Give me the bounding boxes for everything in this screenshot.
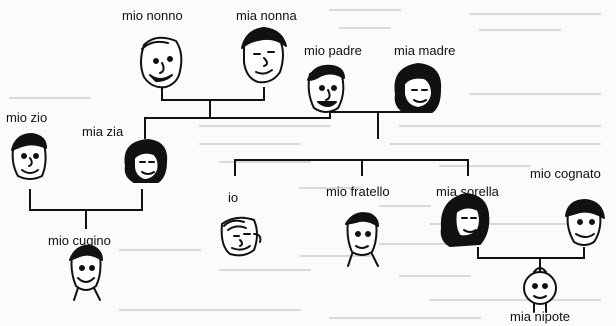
mother-face-icon <box>394 63 442 113</box>
aunt-label: mia zia <box>82 124 124 139</box>
grandparents-children-connector <box>144 111 331 139</box>
grandfather-face-icon <box>140 36 183 89</box>
cousin-label: mio cugino <box>48 233 111 248</box>
tree-connectors <box>29 87 585 273</box>
grandmother-face-icon <box>241 27 287 84</box>
self-label: io <box>228 190 238 205</box>
self-face-icon <box>220 216 262 257</box>
brother-label: mio fratello <box>326 184 390 199</box>
mother-label: mia madre <box>394 43 455 58</box>
sister-couple-connector <box>477 247 585 273</box>
brother-in-law-label: mio cognato <box>530 166 601 181</box>
uncle-label: mio zio <box>6 110 47 125</box>
grandmother-label: mia nonna <box>236 8 297 23</box>
grandparents-connector <box>161 87 265 119</box>
uncle-face-icon <box>11 133 47 180</box>
siblings-connector <box>234 159 469 176</box>
brother-face-icon <box>345 212 379 267</box>
sister-label: mia sorella <box>436 184 500 199</box>
father-face-icon <box>307 64 345 113</box>
cousin-face-icon <box>69 244 103 301</box>
father-label: mio padre <box>304 43 362 58</box>
grandfather-label: mio nonno <box>122 8 183 23</box>
aunt-face-icon <box>124 139 168 183</box>
niece-label: mia nipote <box>510 309 570 324</box>
sister-face-icon <box>440 193 490 247</box>
niece-face-icon <box>523 267 557 313</box>
brother-in-law-face-icon <box>565 199 605 246</box>
uncle-aunt-connector <box>29 189 143 229</box>
